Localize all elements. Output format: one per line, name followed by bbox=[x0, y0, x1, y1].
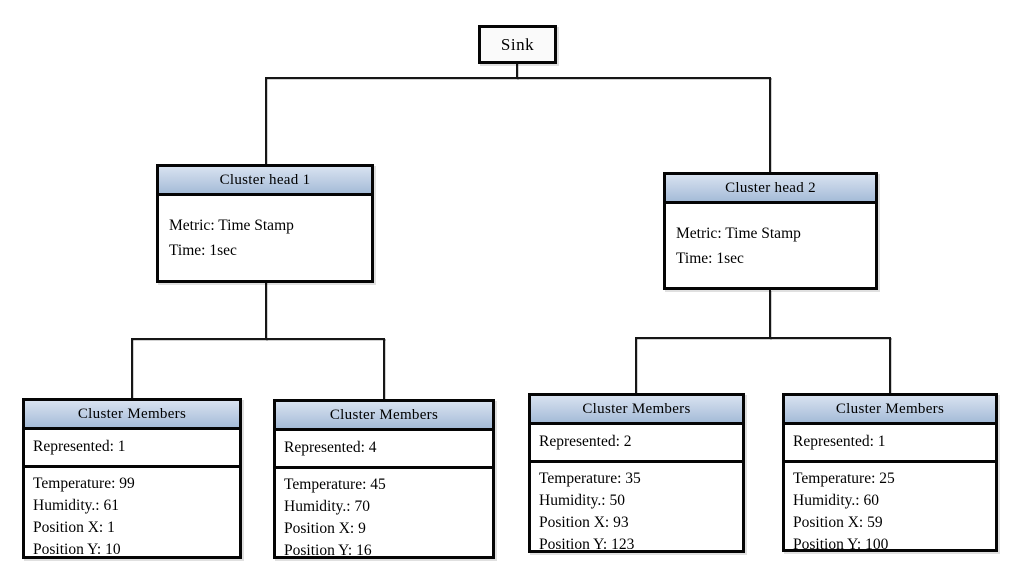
cluster-head-2-node: Cluster head 2 Metric: Time Stamp Time: … bbox=[663, 172, 878, 290]
position-x-line: Position X: 93 bbox=[539, 514, 629, 531]
cluster-head-1-title: Cluster head 1 bbox=[159, 167, 371, 196]
cluster-member-4-values: Temperature: 25 Humidity.: 60 Position X… bbox=[785, 463, 995, 556]
temperature-line: Temperature: 99 bbox=[33, 475, 135, 492]
connector-cluster-head-2-stub bbox=[769, 290, 771, 339]
cluster-member-4-title: Cluster Members bbox=[785, 396, 995, 425]
cluster-member-3-represented: Represented: 2 bbox=[531, 425, 742, 463]
position-y-line: Position Y: 16 bbox=[284, 542, 372, 559]
humidity-line: Humidity.: 61 bbox=[33, 497, 119, 514]
connector-drop-member-1 bbox=[131, 338, 133, 398]
cluster-head-2-title: Cluster head 2 bbox=[666, 175, 875, 204]
position-y-line: Position Y: 123 bbox=[539, 536, 635, 553]
cluster-head-2-time: Time: 1sec bbox=[676, 250, 744, 267]
cluster-member-3-values: Temperature: 35 Humidity.: 50 Position X… bbox=[531, 463, 742, 556]
connector-sink-stub bbox=[516, 62, 518, 79]
connector-drop-member-2 bbox=[383, 338, 385, 399]
cluster-member-2-represented: Represented: 4 bbox=[276, 431, 492, 469]
temperature-line: Temperature: 35 bbox=[539, 470, 641, 487]
connector-drop-cluster-head-2 bbox=[769, 77, 771, 172]
temperature-line: Temperature: 45 bbox=[284, 476, 386, 493]
connector-drop-member-4 bbox=[889, 337, 891, 393]
connector-cluster-head-1-stub bbox=[265, 282, 267, 340]
position-y-line: Position Y: 100 bbox=[793, 536, 889, 553]
cluster-member-4-represented: Represented: 1 bbox=[785, 425, 995, 463]
humidity-line: Humidity.: 70 bbox=[284, 498, 370, 515]
position-x-line: Position X: 9 bbox=[284, 520, 366, 537]
position-x-line: Position X: 1 bbox=[33, 519, 115, 536]
humidity-line: Humidity.: 60 bbox=[793, 492, 879, 509]
cluster-member-3-title: Cluster Members bbox=[531, 396, 742, 425]
cluster-head-1-node: Cluster head 1 Metric: Time Stamp Time: … bbox=[156, 164, 374, 283]
connector-top-horizontal bbox=[265, 77, 771, 79]
cluster-member-2-node: Cluster Members Represented: 4 Temperatu… bbox=[273, 399, 495, 559]
cluster-member-4-node: Cluster Members Represented: 1 Temperatu… bbox=[782, 393, 998, 553]
cluster-member-2-title: Cluster Members bbox=[276, 402, 492, 431]
connector-drop-member-3 bbox=[635, 337, 637, 393]
cluster-head-1-body: Metric: Time Stamp Time: 1sec bbox=[159, 196, 371, 263]
cluster-member-3-node: Cluster Members Represented: 2 Temperatu… bbox=[528, 393, 745, 553]
cluster-head-2-metric: Metric: Time Stamp bbox=[676, 225, 801, 242]
cluster-head-1-time: Time: 1sec bbox=[169, 242, 237, 259]
cluster-head-2-body: Metric: Time Stamp Time: 1sec bbox=[666, 204, 875, 271]
cluster-member-1-values: Temperature: 99 Humidity.: 61 Position X… bbox=[25, 468, 239, 561]
position-x-line: Position X: 59 bbox=[793, 514, 883, 531]
cluster-member-1-node: Cluster Members Represented: 1 Temperatu… bbox=[22, 398, 242, 559]
connector-left-horizontal bbox=[131, 338, 385, 340]
cluster-head-1-metric: Metric: Time Stamp bbox=[169, 217, 294, 234]
cluster-member-1-title: Cluster Members bbox=[25, 401, 239, 430]
sink-node: Sink bbox=[478, 25, 557, 64]
sink-label: Sink bbox=[500, 34, 535, 54]
connector-right-horizontal bbox=[635, 337, 891, 339]
cluster-member-2-values: Temperature: 45 Humidity.: 70 Position X… bbox=[276, 469, 492, 562]
temperature-line: Temperature: 25 bbox=[793, 470, 895, 487]
position-y-line: Position Y: 10 bbox=[33, 541, 121, 558]
humidity-line: Humidity.: 50 bbox=[539, 492, 625, 509]
cluster-member-1-represented: Represented: 1 bbox=[25, 430, 239, 468]
connector-drop-cluster-head-1 bbox=[265, 77, 267, 164]
